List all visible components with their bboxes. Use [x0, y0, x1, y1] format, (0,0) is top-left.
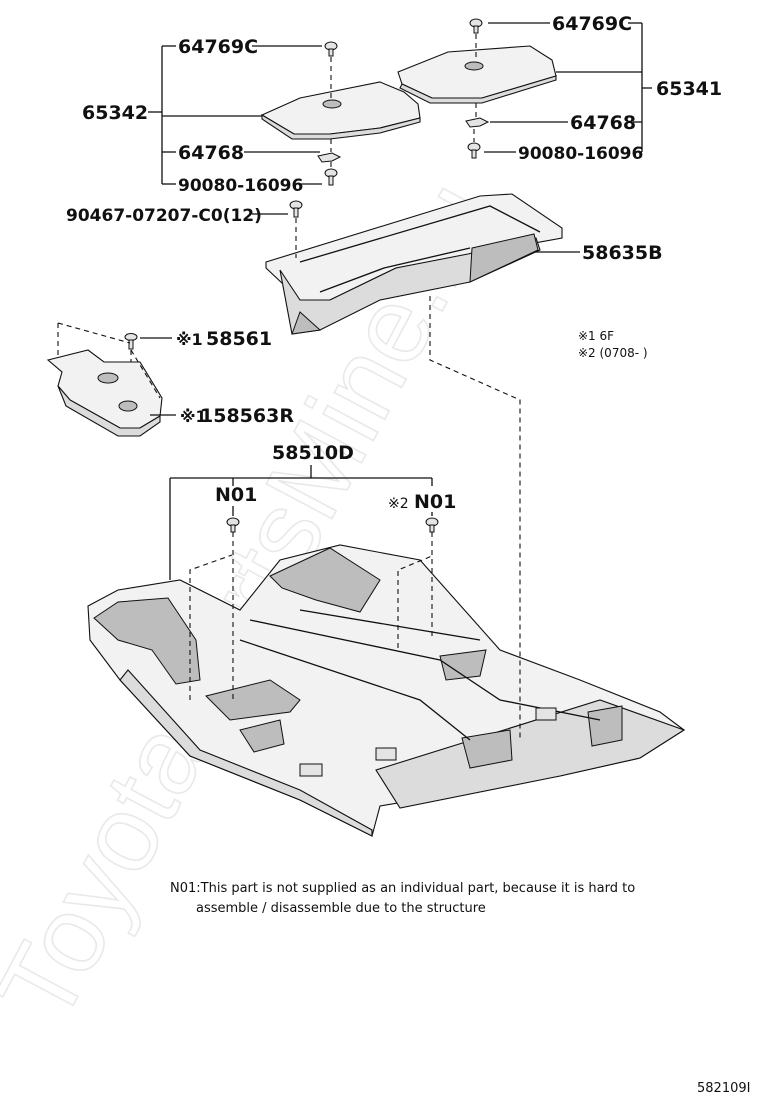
- clip-64769c-right: [469, 18, 483, 60]
- carpet-58510d: [87, 296, 686, 837]
- label-64768-right: 64768: [570, 112, 636, 134]
- mark-n01-right: ※2: [388, 496, 409, 512]
- callout-lines-carpet: [169, 465, 433, 580]
- label-90080-left: 90080-16096: [178, 176, 303, 196]
- label-90467: 90467-07207-C0(12): [66, 206, 262, 226]
- label-90080-right: 90080-16096: [518, 144, 643, 164]
- mat-65342: [260, 81, 421, 140]
- callout-lines-upper: [148, 22, 652, 185]
- label-58635b: 58635B: [582, 242, 663, 264]
- label-64768-left: 64768: [178, 142, 244, 164]
- mark-158563r: ※1: [180, 407, 207, 426]
- hook-64768-left: [317, 139, 342, 163]
- label-158563r: 158563R: [200, 405, 294, 427]
- clip-n01-right: [425, 517, 439, 533]
- box-58635b: [265, 193, 563, 335]
- hook-64768-right: [465, 103, 490, 128]
- mat-65341: [397, 45, 557, 104]
- screw-90080-right: [467, 129, 481, 159]
- screw-90080-left: [324, 162, 338, 186]
- clip-n01-left: [226, 517, 240, 533]
- footnote-line-2: assemble / disassemble due to the struct…: [196, 901, 486, 916]
- clip-64769c-left: [324, 41, 338, 98]
- legend-line-2: ※2 (0708- ): [578, 346, 648, 360]
- label-n01-right: N01: [414, 491, 456, 513]
- pad-158563r: [46, 322, 163, 437]
- label-64769c-left: 64769C: [178, 36, 258, 58]
- label-58561: 58561: [206, 328, 272, 350]
- label-65341: 65341: [656, 78, 722, 100]
- label-64769c-right: 64769C: [552, 13, 632, 35]
- label-65342: 65342: [82, 102, 148, 124]
- footnote-line-1: N01:This part is not supplied as an indi…: [170, 881, 635, 896]
- label-n01-left: N01: [215, 484, 257, 506]
- legend-line-1: ※1 6F: [578, 329, 614, 343]
- clip-90467: [289, 200, 303, 218]
- mark-58561: ※1: [176, 330, 203, 349]
- label-58510d: 58510D: [272, 442, 354, 464]
- diagram-code: 582109I: [697, 1081, 750, 1096]
